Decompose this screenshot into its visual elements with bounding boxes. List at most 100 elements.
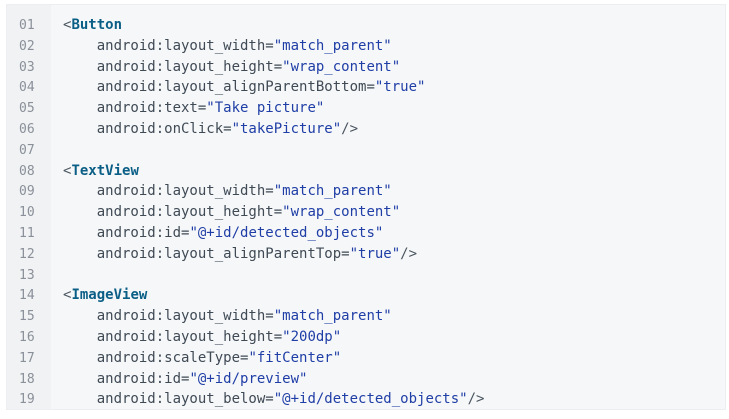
code-line: 10 android:layout_height="wrap_content" [7,202,725,223]
attribute-value: "true" [374,79,426,96]
line-code: android:text="Take picture" [51,98,325,119]
attribute-value: "match_parent" [273,308,392,325]
line-code: android:layout_height="200dp" [51,327,341,348]
line-code: <ImageView [51,285,147,306]
line-code: <TextView [51,161,139,182]
line-number-gutter [7,5,51,409]
attribute-name: android:layout_alignParentTop= [96,245,350,262]
indent [63,59,97,75]
attribute-value: "fitCenter" [248,349,342,366]
line-number: 17 [19,350,35,366]
attribute-value: "@+id/preview" [189,370,308,387]
line-number: 02 [19,38,35,54]
line-number: 18 [19,371,35,387]
line-number: 13 [19,267,35,283]
code-line: 16 android:layout_height="200dp" [7,327,725,348]
attribute-name: android:layout_height= [96,58,283,75]
attribute-name: android:id= [96,370,190,387]
line-code: android:scaleType="fitCenter" [51,348,341,369]
attribute-value: "wrap_content" [282,204,401,221]
line-number: 11 [19,225,35,241]
code-line: 09 android:layout_width="match_parent" [7,181,725,202]
indent [63,329,97,345]
code-line: 07 [7,140,725,161]
attribute-name: android:layout_height= [96,328,283,345]
attribute-value: "@+id/detected_objects" [273,391,468,408]
line-code: android:layout_height="wrap_content" [51,202,400,223]
code-line: 02 android:layout_width="match_parent" [7,36,725,57]
attribute-name: android:onClick= [96,120,232,137]
line-code: android:layout_width="match_parent" [51,306,392,327]
attribute-name: android:layout_width= [96,37,274,54]
attribute-name: android:scaleType= [96,349,249,366]
attribute-value: "200dp" [282,328,342,345]
attribute-name: android:id= [96,224,190,241]
line-number: 06 [19,121,35,137]
code-line: 04 android:layout_alignParentBottom="tru… [7,77,725,98]
tag-close: /> [341,120,359,137]
code-line: 03 android:layout_height="wrap_content" [7,57,725,78]
line-code: android:layout_width="match_parent" [51,36,392,57]
code-line: 12 android:layout_alignParentTop="true"/… [7,244,725,265]
indent [63,225,97,241]
code-line: 08<TextView [7,161,725,182]
indent [63,371,97,387]
code-line: 17 android:scaleType="fitCenter" [7,348,725,369]
indent [63,38,97,54]
tag-open-bracket: < [63,162,72,179]
indent [63,246,97,262]
attribute-value: "true" [349,245,401,262]
code-line: 14 <ImageView [7,285,725,306]
indent [63,308,97,324]
indent [63,121,97,137]
attribute-name: android:text= [96,100,207,117]
line-code: android:layout_width="match_parent" [51,181,392,202]
line-number: 03 [19,59,35,75]
line-number: 07 [19,142,35,158]
code-line: 18 android:id="@+id/preview" [7,369,725,390]
attribute-name: android:layout_width= [96,308,274,325]
code-line: 13 [7,265,725,286]
indent [63,100,97,116]
line-code: android:layout_height="wrap_content" [51,57,400,78]
tag-open-bracket: < [63,287,72,304]
line-number: 01 [19,18,35,33]
attribute-name: android:layout_width= [96,183,274,200]
attribute-value: "Take picture" [206,100,325,117]
line-number: 19 [19,392,35,408]
line-code: <Button [51,15,122,36]
tag-name: ImageView [71,287,148,304]
attribute-name: android:layout_below= [96,391,274,408]
code-line: 15 android:layout_width="match_parent" [7,306,725,327]
line-number: 10 [19,205,35,221]
indent [63,79,97,95]
indent [63,391,97,407]
attribute-value: "@+id/detected_objects" [189,224,384,241]
indent [63,204,97,220]
code-line: 06 android:onClick="takePicture"/> [7,119,725,140]
line-code: android:layout_alignParentBottom="true" [51,77,426,98]
tag-close: /> [400,245,418,262]
line-number: 04 [19,80,35,96]
line-number: 14 [19,288,35,304]
attribute-value: "match_parent" [273,37,392,54]
line-code: android:id="@+id/preview" [51,369,308,390]
code-line: 05 android:text="Take picture" [7,98,725,119]
attribute-name: android:layout_alignParentBottom= [96,79,375,96]
line-number: 09 [19,184,35,200]
line-number: 15 [19,309,35,325]
line-number: 05 [19,101,35,117]
code-line: 19 android:layout_below="@+id/detected_o… [7,389,725,409]
attribute-value: "match_parent" [273,183,392,200]
line-code: android:layout_alignParentTop="true"/> [51,244,417,265]
line-number: 16 [19,329,35,345]
attribute-name: android:layout_height= [96,204,283,221]
line-code: android:layout_below="@+id/detected_obje… [51,389,485,409]
attribute-value: "wrap_content" [282,58,401,75]
code-line: 01 <Button [7,15,725,36]
tag-name: TextView [71,162,139,179]
indent [63,350,97,366]
indent [63,183,97,199]
